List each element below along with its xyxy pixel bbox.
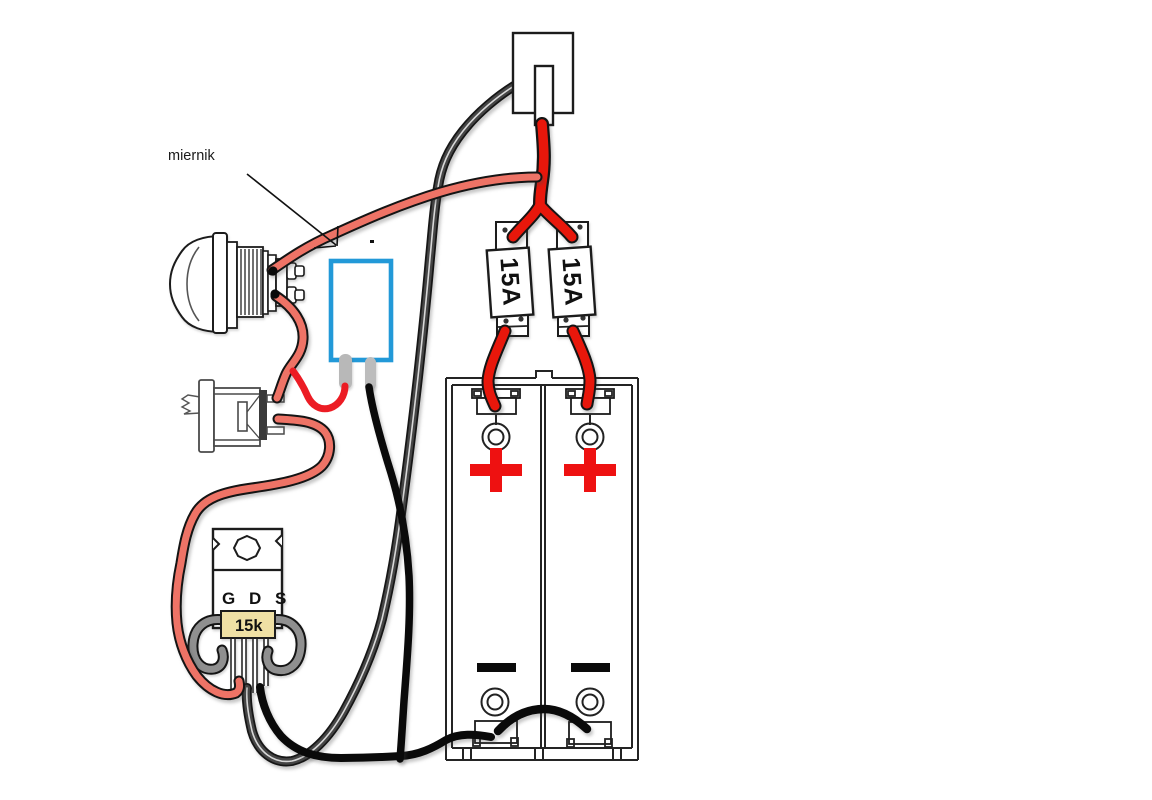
wire-black-source-to-negative [256, 683, 495, 763]
annotation-meter: miernik [168, 148, 374, 249]
meter-outline [328, 258, 394, 363]
meter-box [328, 258, 394, 390]
button-threads [240, 249, 262, 315]
meter-terminal-right [365, 357, 376, 390]
button-terminal-dot-top [268, 266, 278, 276]
resistor-lead-left [187, 614, 230, 675]
meter-annotation-label: miernik [168, 148, 215, 164]
battery-bay-1 [470, 388, 522, 747]
fuse-left-rating: 15A [494, 257, 525, 308]
annotation-arrow [246, 173, 339, 249]
battery-bay-2 [564, 388, 616, 748]
jack-spring [180, 394, 201, 415]
mosfet-mount-hole [232, 534, 262, 562]
button-screw-terminals [286, 262, 305, 304]
wire-fuse-to-battery-left [481, 324, 512, 413]
wire-meter-black-lead [365, 383, 414, 763]
battery2-positive-symbol [564, 448, 616, 492]
sled-feet [462, 748, 622, 760]
jack-pin-bottom [266, 426, 285, 435]
button-terminal-dot-bottom [270, 289, 280, 299]
wire-red-positive [506, 117, 579, 244]
wire-fuse-to-battery-right [566, 324, 597, 411]
jack-connector [180, 379, 285, 453]
resistor-value-label: 15k [235, 617, 263, 635]
fuse-right-rating: 15A [556, 257, 587, 308]
wire-salmon-button-to-positive [266, 171, 543, 276]
wire-meter-red-lead [289, 367, 349, 413]
wire-black-battery-bridge [493, 704, 592, 736]
battery1-negative-symbol [477, 663, 516, 672]
battery1-positive-symbol [470, 448, 522, 492]
battery2-negative-symbol [571, 663, 610, 672]
fuse-right: 15A [547, 221, 597, 337]
fuse-left: 15A [485, 221, 535, 337]
meter-terminal-left [339, 354, 352, 389]
mosfet: G D S 15k [187, 527, 307, 694]
mosfet-pin-labels: G D S [222, 589, 291, 608]
battery-sled [445, 370, 639, 761]
annotation-dot [370, 240, 374, 243]
atomizer-connector [511, 31, 575, 127]
jack-insulator [259, 390, 267, 440]
wire-salmon-button-to-jack [270, 290, 309, 404]
resistor-body [220, 610, 276, 639]
fire-button [168, 232, 305, 334]
wire-salmon-jack-to-gate [170, 413, 335, 701]
resistor-lead-right [261, 614, 307, 677]
